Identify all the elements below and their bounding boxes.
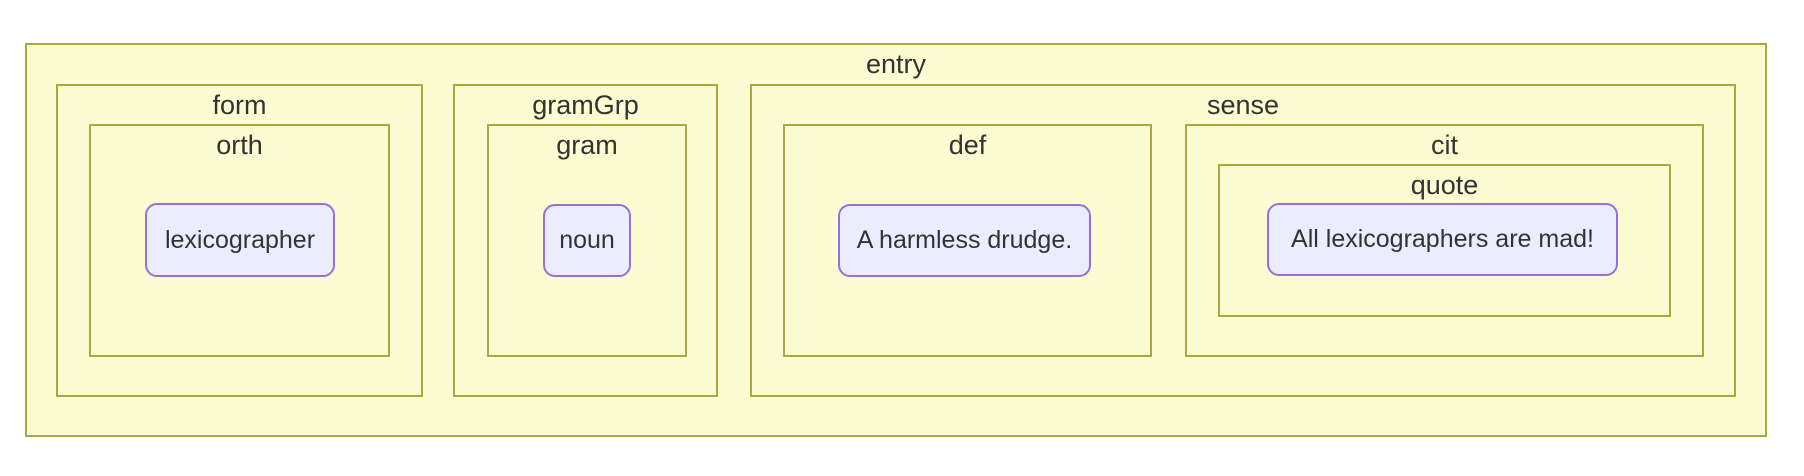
sense-label: sense [1206, 90, 1280, 120]
def-value-node: A harmless drudge. [838, 204, 1091, 277]
quote-value-node: All lexicographers are mad! [1267, 203, 1618, 276]
form-label: form [212, 90, 267, 120]
cit-label: cit [1431, 130, 1458, 160]
quote-label: quote [1410, 170, 1479, 200]
gramgrp-label: gramGrp [532, 90, 639, 120]
gram-label: gram [556, 130, 618, 160]
orth-label: orth [216, 130, 263, 160]
orth-value-node: lexicographer [145, 203, 335, 277]
gram-value-node: noun [543, 204, 631, 277]
entry-label: entry [865, 49, 927, 79]
def-label: def [948, 130, 987, 160]
